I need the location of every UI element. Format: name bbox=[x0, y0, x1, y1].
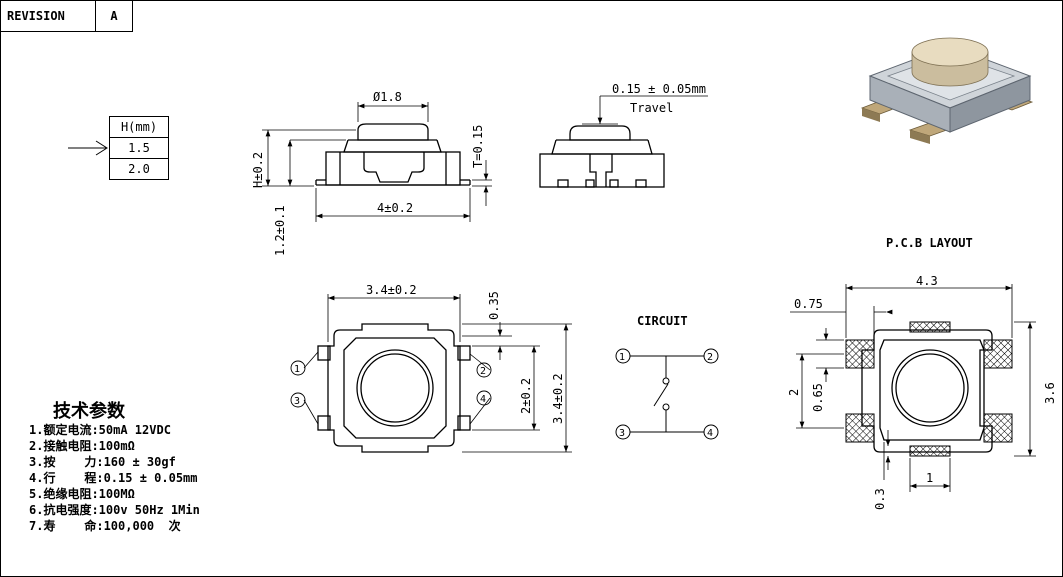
base-height-label: 1.2±0.1 bbox=[273, 205, 287, 256]
circuit-pin-1: 1 bbox=[619, 352, 625, 363]
spec-item: 4.行 程:0.15 ± 0.05mm bbox=[29, 471, 198, 485]
top-view bbox=[317, 323, 471, 453]
top-view-dimensions bbox=[303, 294, 572, 453]
top-pin-2: 2 bbox=[480, 366, 486, 377]
height-label: H±0.2 bbox=[251, 152, 265, 188]
spec-item: 7.寿 命:100,000 次 bbox=[29, 519, 181, 533]
spec-title: 技术参数 bbox=[53, 401, 125, 422]
top-pin-1: 1 bbox=[294, 364, 300, 375]
circuit-schematic bbox=[615, 348, 719, 440]
width-label: 4±0.2 bbox=[377, 201, 413, 215]
pcb-outline bbox=[861, 329, 993, 453]
revision-value: A bbox=[95, 0, 133, 32]
spec-item: 2.接触电阻:100mΩ bbox=[29, 439, 135, 453]
switch-3d-render bbox=[860, 37, 1034, 144]
pcb-pad-height-label: 0.65 bbox=[811, 383, 825, 412]
pcb-dimensions bbox=[790, 284, 1036, 492]
top-pin-3: 3 bbox=[294, 396, 300, 407]
circuit-pin-4: 4 bbox=[707, 428, 713, 439]
travel-value: 0.15 ± 0.05mm bbox=[612, 82, 706, 96]
top-pin-4: 4 bbox=[480, 394, 486, 405]
circuit-pin-3: 3 bbox=[619, 428, 625, 439]
height-table-row-2: 2.0 bbox=[109, 158, 169, 180]
revision-label: REVISION bbox=[0, 0, 96, 32]
side-view-dimensions bbox=[262, 102, 492, 222]
pcb-pad-width-label: 0.75 bbox=[794, 297, 823, 311]
pcb-pitch-label: 2 bbox=[787, 389, 801, 396]
top-pitch-label: 2±0.2 bbox=[519, 378, 533, 414]
top-height-label: 3.4±0.2 bbox=[551, 373, 565, 424]
revision-block: REVISION A bbox=[0, 0, 133, 32]
top-gap-label: 0.35 bbox=[487, 291, 501, 320]
pointer-arrow bbox=[68, 140, 108, 156]
spec-item: 6.抗电强度:100v 50Hz 1Min bbox=[29, 503, 200, 517]
side-view-left bbox=[315, 123, 471, 186]
spec-item: 1.额定电流:50mA 12VDC bbox=[29, 423, 171, 437]
top-width-label: 3.4±0.2 bbox=[366, 283, 417, 297]
t-label: T=0.15 bbox=[471, 125, 485, 168]
pcb-center-label: 1 bbox=[926, 471, 933, 485]
circuit-pin-2: 2 bbox=[707, 352, 713, 363]
pcb-height-label: 3.6 bbox=[1043, 382, 1057, 404]
pcb-pads bbox=[845, 321, 1013, 457]
travel-leader bbox=[582, 95, 708, 125]
pcb-offset-label: 0.3 bbox=[873, 488, 887, 510]
side-view-right bbox=[539, 125, 665, 188]
circuit-title: CIRCUIT bbox=[637, 314, 688, 328]
spec-item: 5.绝缘电阻:100MΩ bbox=[29, 487, 135, 501]
spec-item: 3.按 力:160 ± 30gf bbox=[29, 455, 176, 469]
diameter-label: Ø1.8 bbox=[373, 90, 402, 104]
top-view-pin-labels bbox=[290, 360, 492, 408]
height-table: H(mm) 1.5 2.0 bbox=[109, 116, 169, 180]
travel-label: Travel bbox=[630, 101, 673, 115]
pcb-width-label: 4.3 bbox=[916, 274, 938, 288]
spec-list: 技术参数 1.额定电流:50mA 12VDC 2.接触电阻:100mΩ 3.按 … bbox=[29, 401, 200, 534]
pcb-title: P.C.B LAYOUT bbox=[886, 236, 973, 250]
